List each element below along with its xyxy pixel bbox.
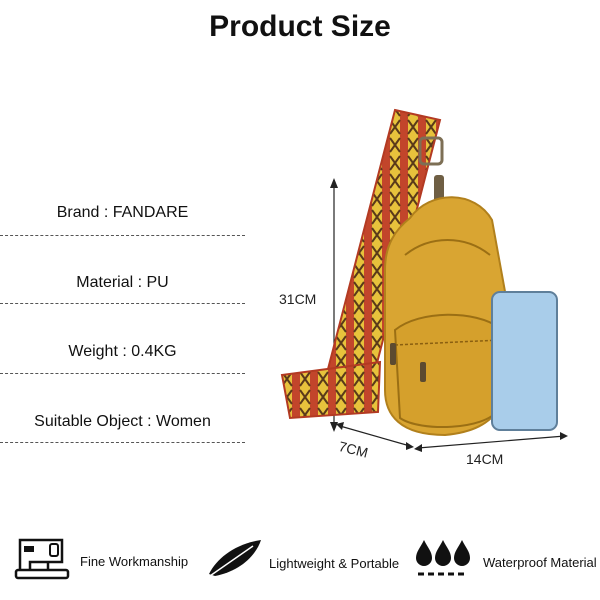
feather-icon (206, 540, 261, 579)
width-label: 14CM (466, 451, 504, 467)
product-illustration (280, 108, 568, 452)
spec-brand: Brand : FANDARE (56, 204, 189, 221)
width-dimension-line (414, 432, 568, 452)
sewing-machine-icon (14, 538, 70, 580)
divider (0, 303, 245, 304)
divider (0, 442, 245, 443)
spec-suitable-object: Suitable Object : Women (34, 413, 211, 430)
water-drops-icon (416, 540, 470, 576)
feature-waterproof-material: Waterproof Material (483, 555, 597, 570)
spec-material: Material : PU (76, 274, 169, 291)
divider (0, 373, 245, 374)
feature-lightweight-portable: Lightweight & Portable (269, 556, 400, 571)
spec-weight: Weight : 0.4KG (68, 343, 177, 360)
front-pocket (393, 313, 502, 428)
features-bar: Fine Workmanship Lightweight & Portable … (0, 520, 600, 600)
page-title: Product Size (209, 10, 391, 43)
phone (491, 291, 558, 431)
height-label: 31CM (279, 291, 317, 307)
divider (0, 235, 245, 236)
depth-dimension-line (336, 422, 414, 450)
feature-fine-workmanship: Fine Workmanship (80, 554, 189, 569)
